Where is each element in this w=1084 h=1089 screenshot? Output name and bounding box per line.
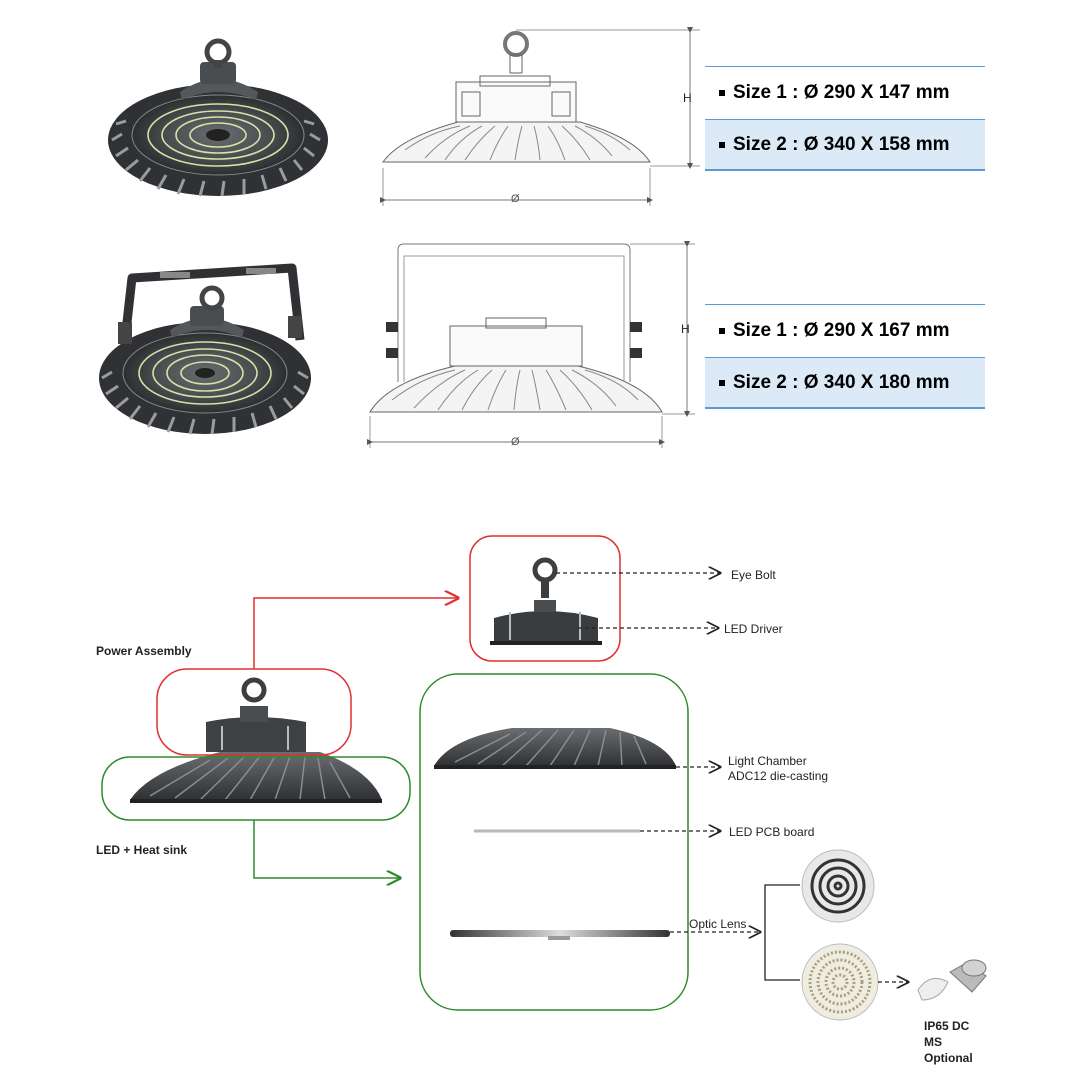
size1-hook-text: Size 1 : Ø 290 X 147 mm (733, 82, 950, 103)
sensor-label-2: MS (924, 1035, 942, 1049)
highbay-render-hook (108, 38, 328, 197)
led-pcb-label: LED PCB board (729, 825, 815, 839)
height-mark-bracket: H (681, 322, 690, 336)
lens-option-1-icon (801, 849, 875, 923)
bullet-icon (719, 141, 725, 148)
size2-bracket-text: Size 2 : Ø 340 X 180 mm (733, 371, 950, 393)
size-row-1-bracket: Size 1 : Ø 290 X 167 mm (705, 304, 985, 357)
bullet-icon (719, 379, 725, 386)
bullet-icon (719, 90, 725, 96)
bullet-icon (719, 328, 725, 334)
size-row-2-hook: Size 2 : Ø 340 X 158 mm (705, 119, 985, 171)
highbay-render-bracket (99, 263, 311, 435)
led-driver-part (490, 600, 602, 645)
led-heatsink-frame (101, 756, 411, 821)
led-heatsink-arrow (253, 820, 400, 878)
lens-option-2-icon (801, 943, 879, 1021)
led-driver-label: LED Driver (724, 622, 783, 636)
optic-lens-label: Optic Lens (689, 917, 747, 931)
power-assembly-arrow (253, 598, 458, 669)
eye-bolt-part (532, 557, 558, 598)
sensor-label-3: Optional (924, 1051, 973, 1065)
assembled-lamp (130, 677, 382, 803)
light-chamber-label-2: ADC12 die-casting (728, 769, 829, 783)
light-chamber-part (434, 728, 676, 769)
light-chamber-label-1: Light Chamber (728, 754, 807, 768)
diameter-mark-bracket: Ø (511, 436, 520, 448)
power-assembly-label: Power Assembly (96, 644, 192, 658)
sensor-label-1: IP65 DC (924, 1019, 970, 1033)
size1-bracket-text: Size 1 : Ø 290 X 167 mm (733, 320, 950, 341)
motion-sensor-icon (917, 959, 987, 1001)
dimension-drawing-hook (380, 27, 700, 206)
size-row-2-bracket: Size 2 : Ø 340 X 180 mm (705, 357, 985, 409)
heatsink-exploded-frame (419, 673, 689, 1011)
power-exploded-frame (469, 535, 621, 662)
optic-lens-part (450, 930, 670, 940)
led-heatsink-label: LED + Heat sink (96, 843, 188, 857)
eye-bolt-label: Eye Bolt (731, 568, 776, 582)
dimension-drawing-bracket (367, 241, 695, 448)
diameter-mark-hook: Ø (511, 193, 520, 205)
size2-hook-text: Size 2 : Ø 340 X 158 mm (733, 133, 950, 155)
size-row-1-hook: Size 1 : Ø 290 X 147 mm (705, 66, 985, 119)
lens-options-branch (764, 884, 800, 981)
leader-lines (556, 573, 760, 932)
height-mark-hook: H (683, 91, 692, 105)
